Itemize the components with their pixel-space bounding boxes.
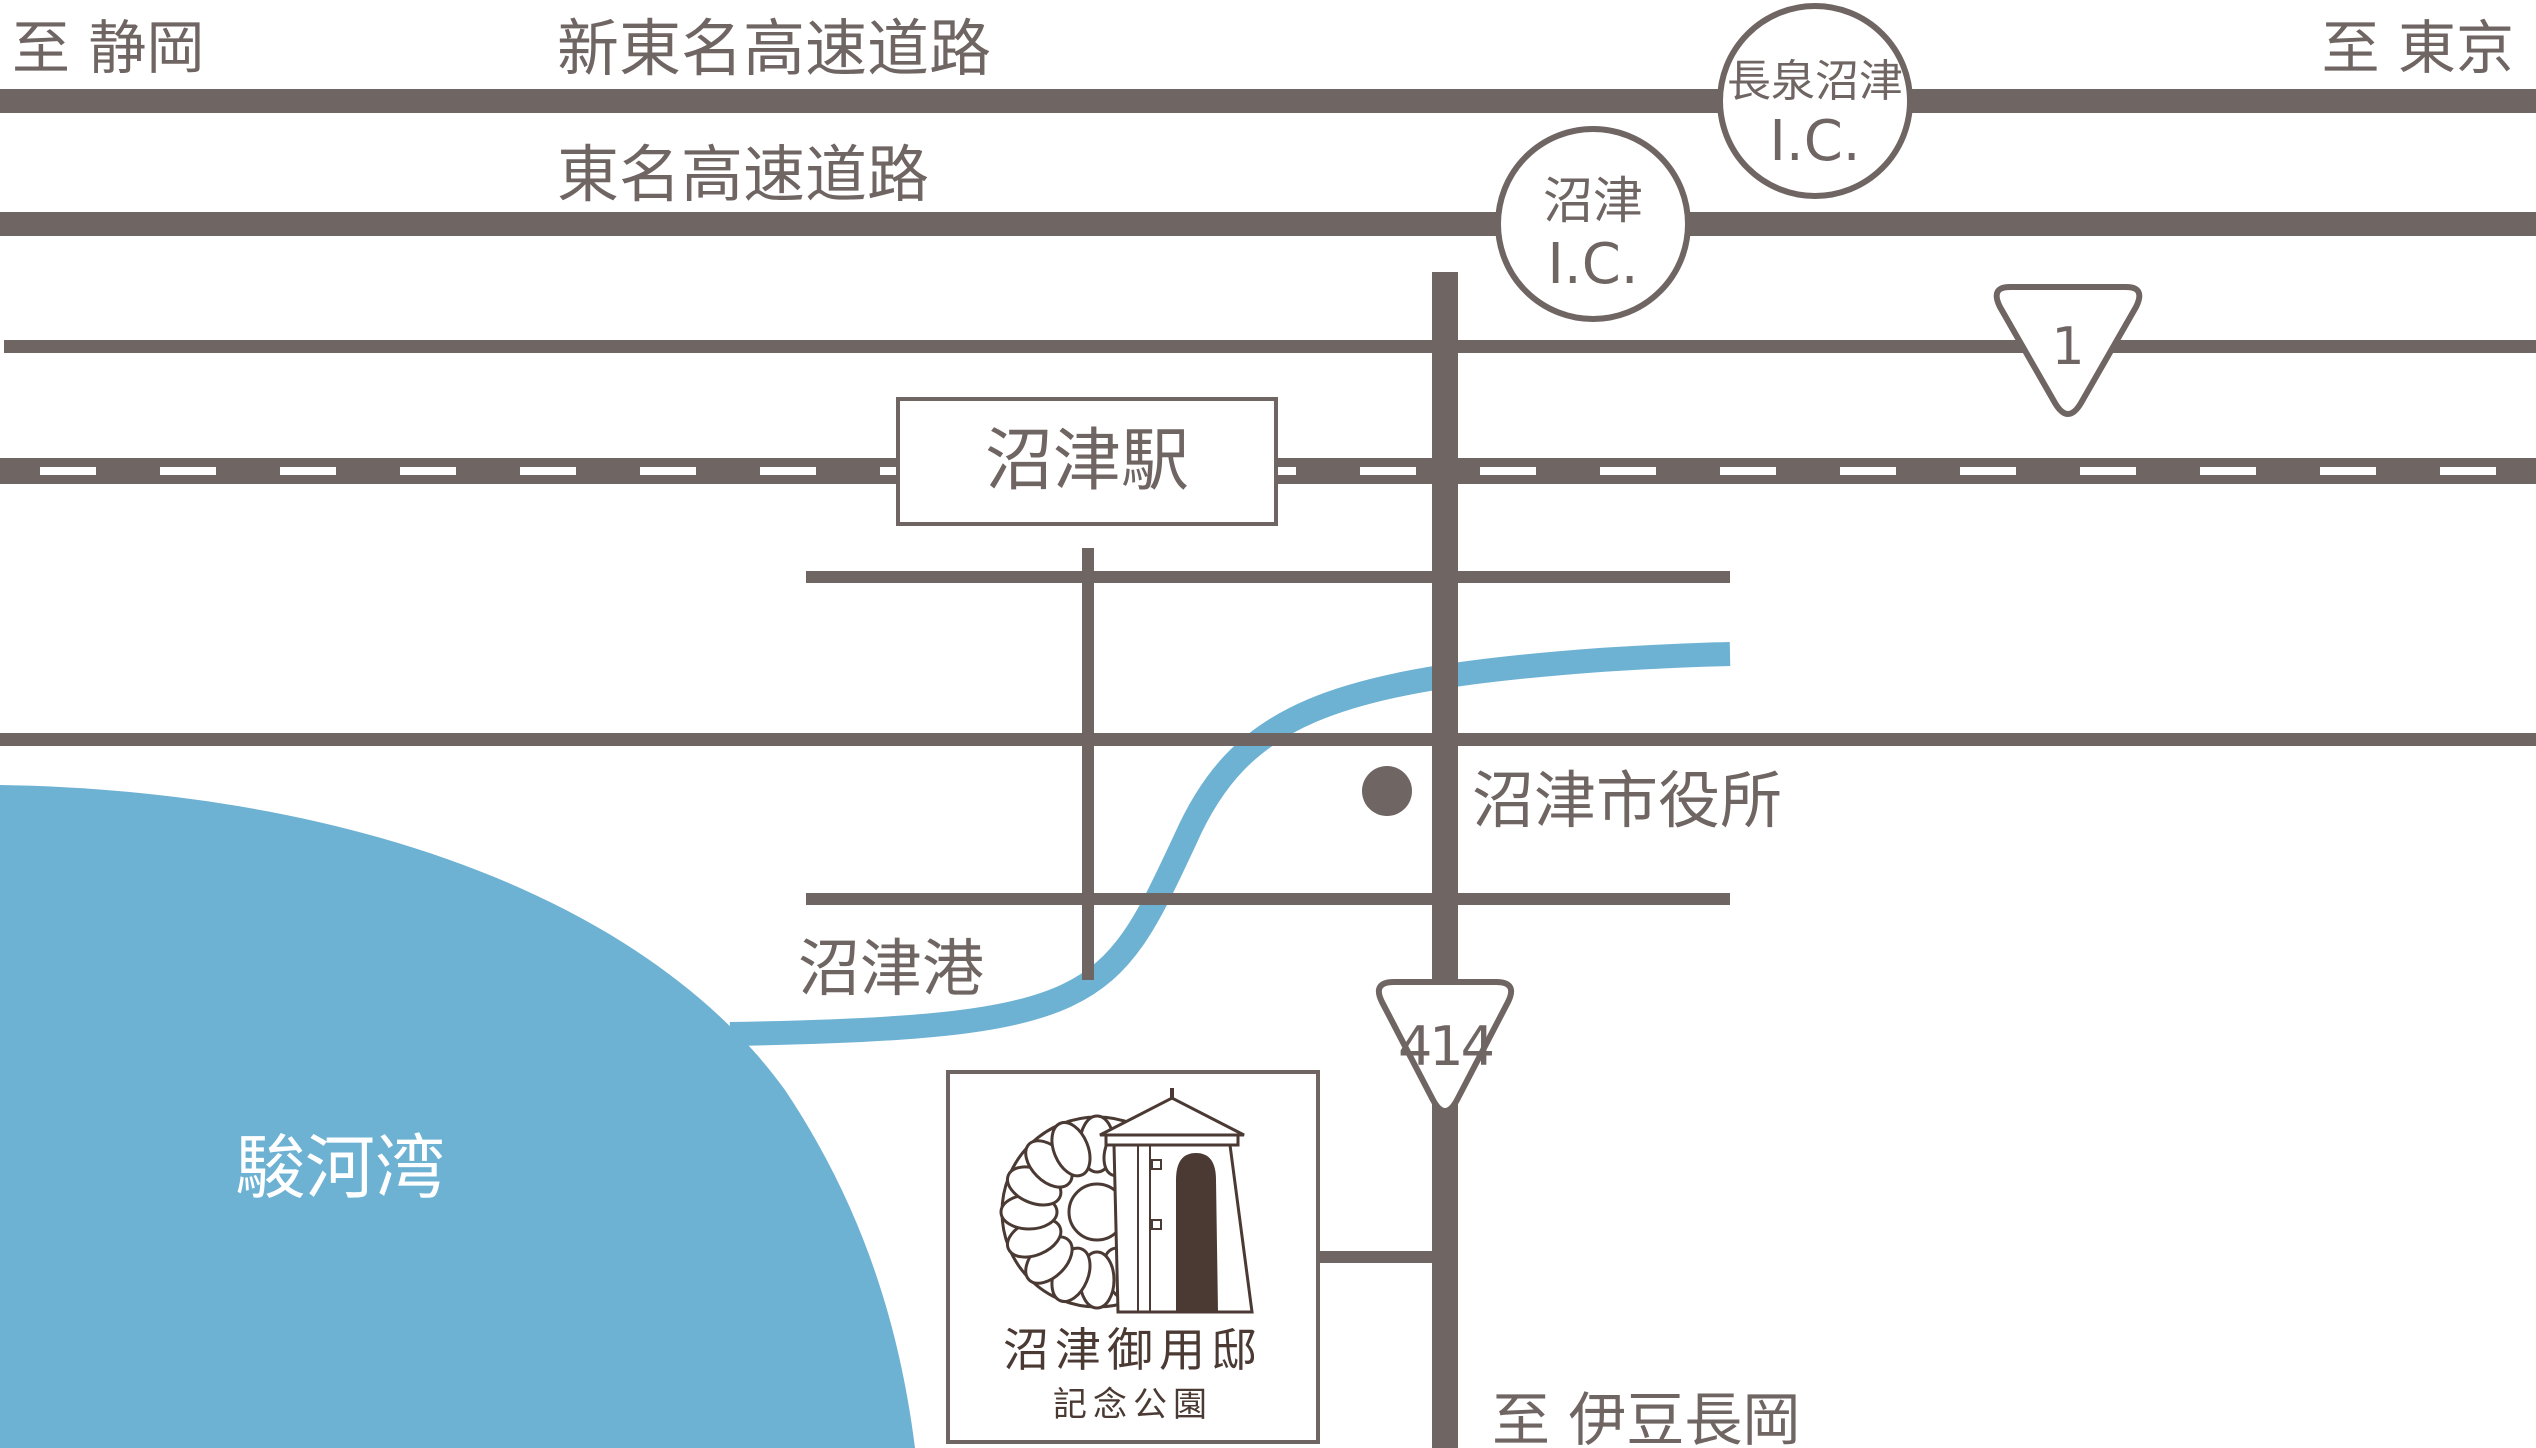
numazu-station — [896, 397, 1278, 526]
villa-gate-icon — [1099, 1088, 1254, 1314]
tomei-expressway — [0, 212, 2536, 236]
nagaizumi-numazu-ic-marker — [1717, 3, 1913, 199]
kano-river — [729, 642, 1731, 1046]
destination-numazu-goyotei[interactable]: 沼津御用邸 記念公園 — [946, 1070, 1320, 1444]
route-1-number: 1 — [2051, 317, 2084, 377]
numazu-city-hall-label: 沼津市役所 — [1472, 764, 1782, 837]
shin-tomei-label: 新東名高速道路 — [557, 12, 991, 85]
route-414-road — [1432, 272, 1458, 1448]
numazu-ic-marker — [1495, 126, 1691, 322]
route-1-road — [4, 340, 2536, 353]
shin-tomei-expressway — [0, 89, 2536, 113]
numazu-port-label: 沼津港 — [798, 932, 984, 1005]
local-streets — [0, 548, 2536, 1263]
to-izunagaoka-label: 至 伊豆長岡 — [1492, 1386, 1800, 1448]
route-414-number: 414 — [1398, 1015, 1493, 1078]
nagaizumi-ic-label-line1: 長泉沼津 — [1727, 56, 1903, 107]
destination-subtitle: 記念公園 — [1053, 1385, 1213, 1425]
numazu-ic-label-line1: 沼津 — [1543, 172, 1643, 230]
numazu-ic-label-line2: I.C. — [1547, 232, 1638, 297]
to-tokyo-label: 至 東京 — [2322, 14, 2514, 82]
destination-name: 沼津御用邸 — [1003, 1323, 1263, 1377]
suruga-bay-label: 駿河湾 — [235, 1127, 445, 1209]
route-414-shield — [1376, 979, 1514, 1114]
nagaizumi-ic-label-line2: I.C. — [1769, 109, 1860, 174]
city-hall-marker — [1362, 766, 1412, 816]
tomei-label: 東名高速道路 — [557, 138, 929, 211]
numazu-station-label: 沼津駅 — [985, 422, 1189, 501]
suruga-bay-water — [0, 785, 915, 1448]
to-shizuoka-label: 至 静岡 — [12, 14, 204, 82]
route-1-shield — [1993, 284, 2143, 417]
